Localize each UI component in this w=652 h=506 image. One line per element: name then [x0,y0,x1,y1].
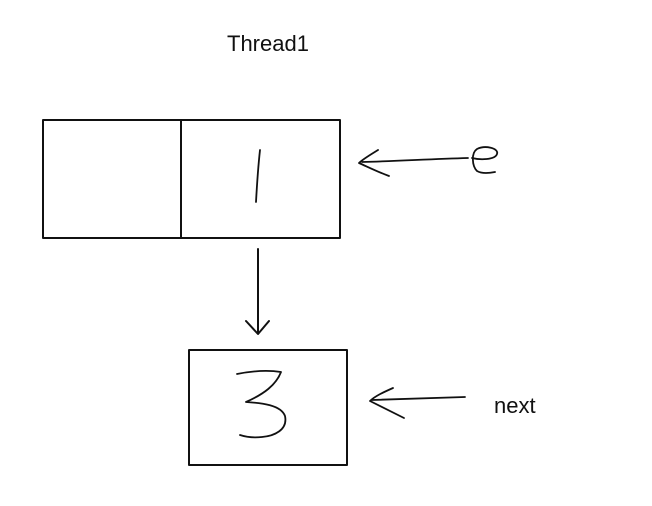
value-three-glyph: 3 [236,370,287,439]
pointer-label-e-glyph: e [471,146,498,174]
diagram-title: Thread1 [227,31,309,56]
top-node-box [42,119,341,239]
e-pointer-arrow [358,149,469,177]
next-pointer-arrow [369,387,466,419]
next-pointer-label: next [494,393,536,418]
next-link-arrow [245,248,270,335]
bottom-node-box [188,349,348,466]
value-one-glyph: 1 [255,149,261,203]
